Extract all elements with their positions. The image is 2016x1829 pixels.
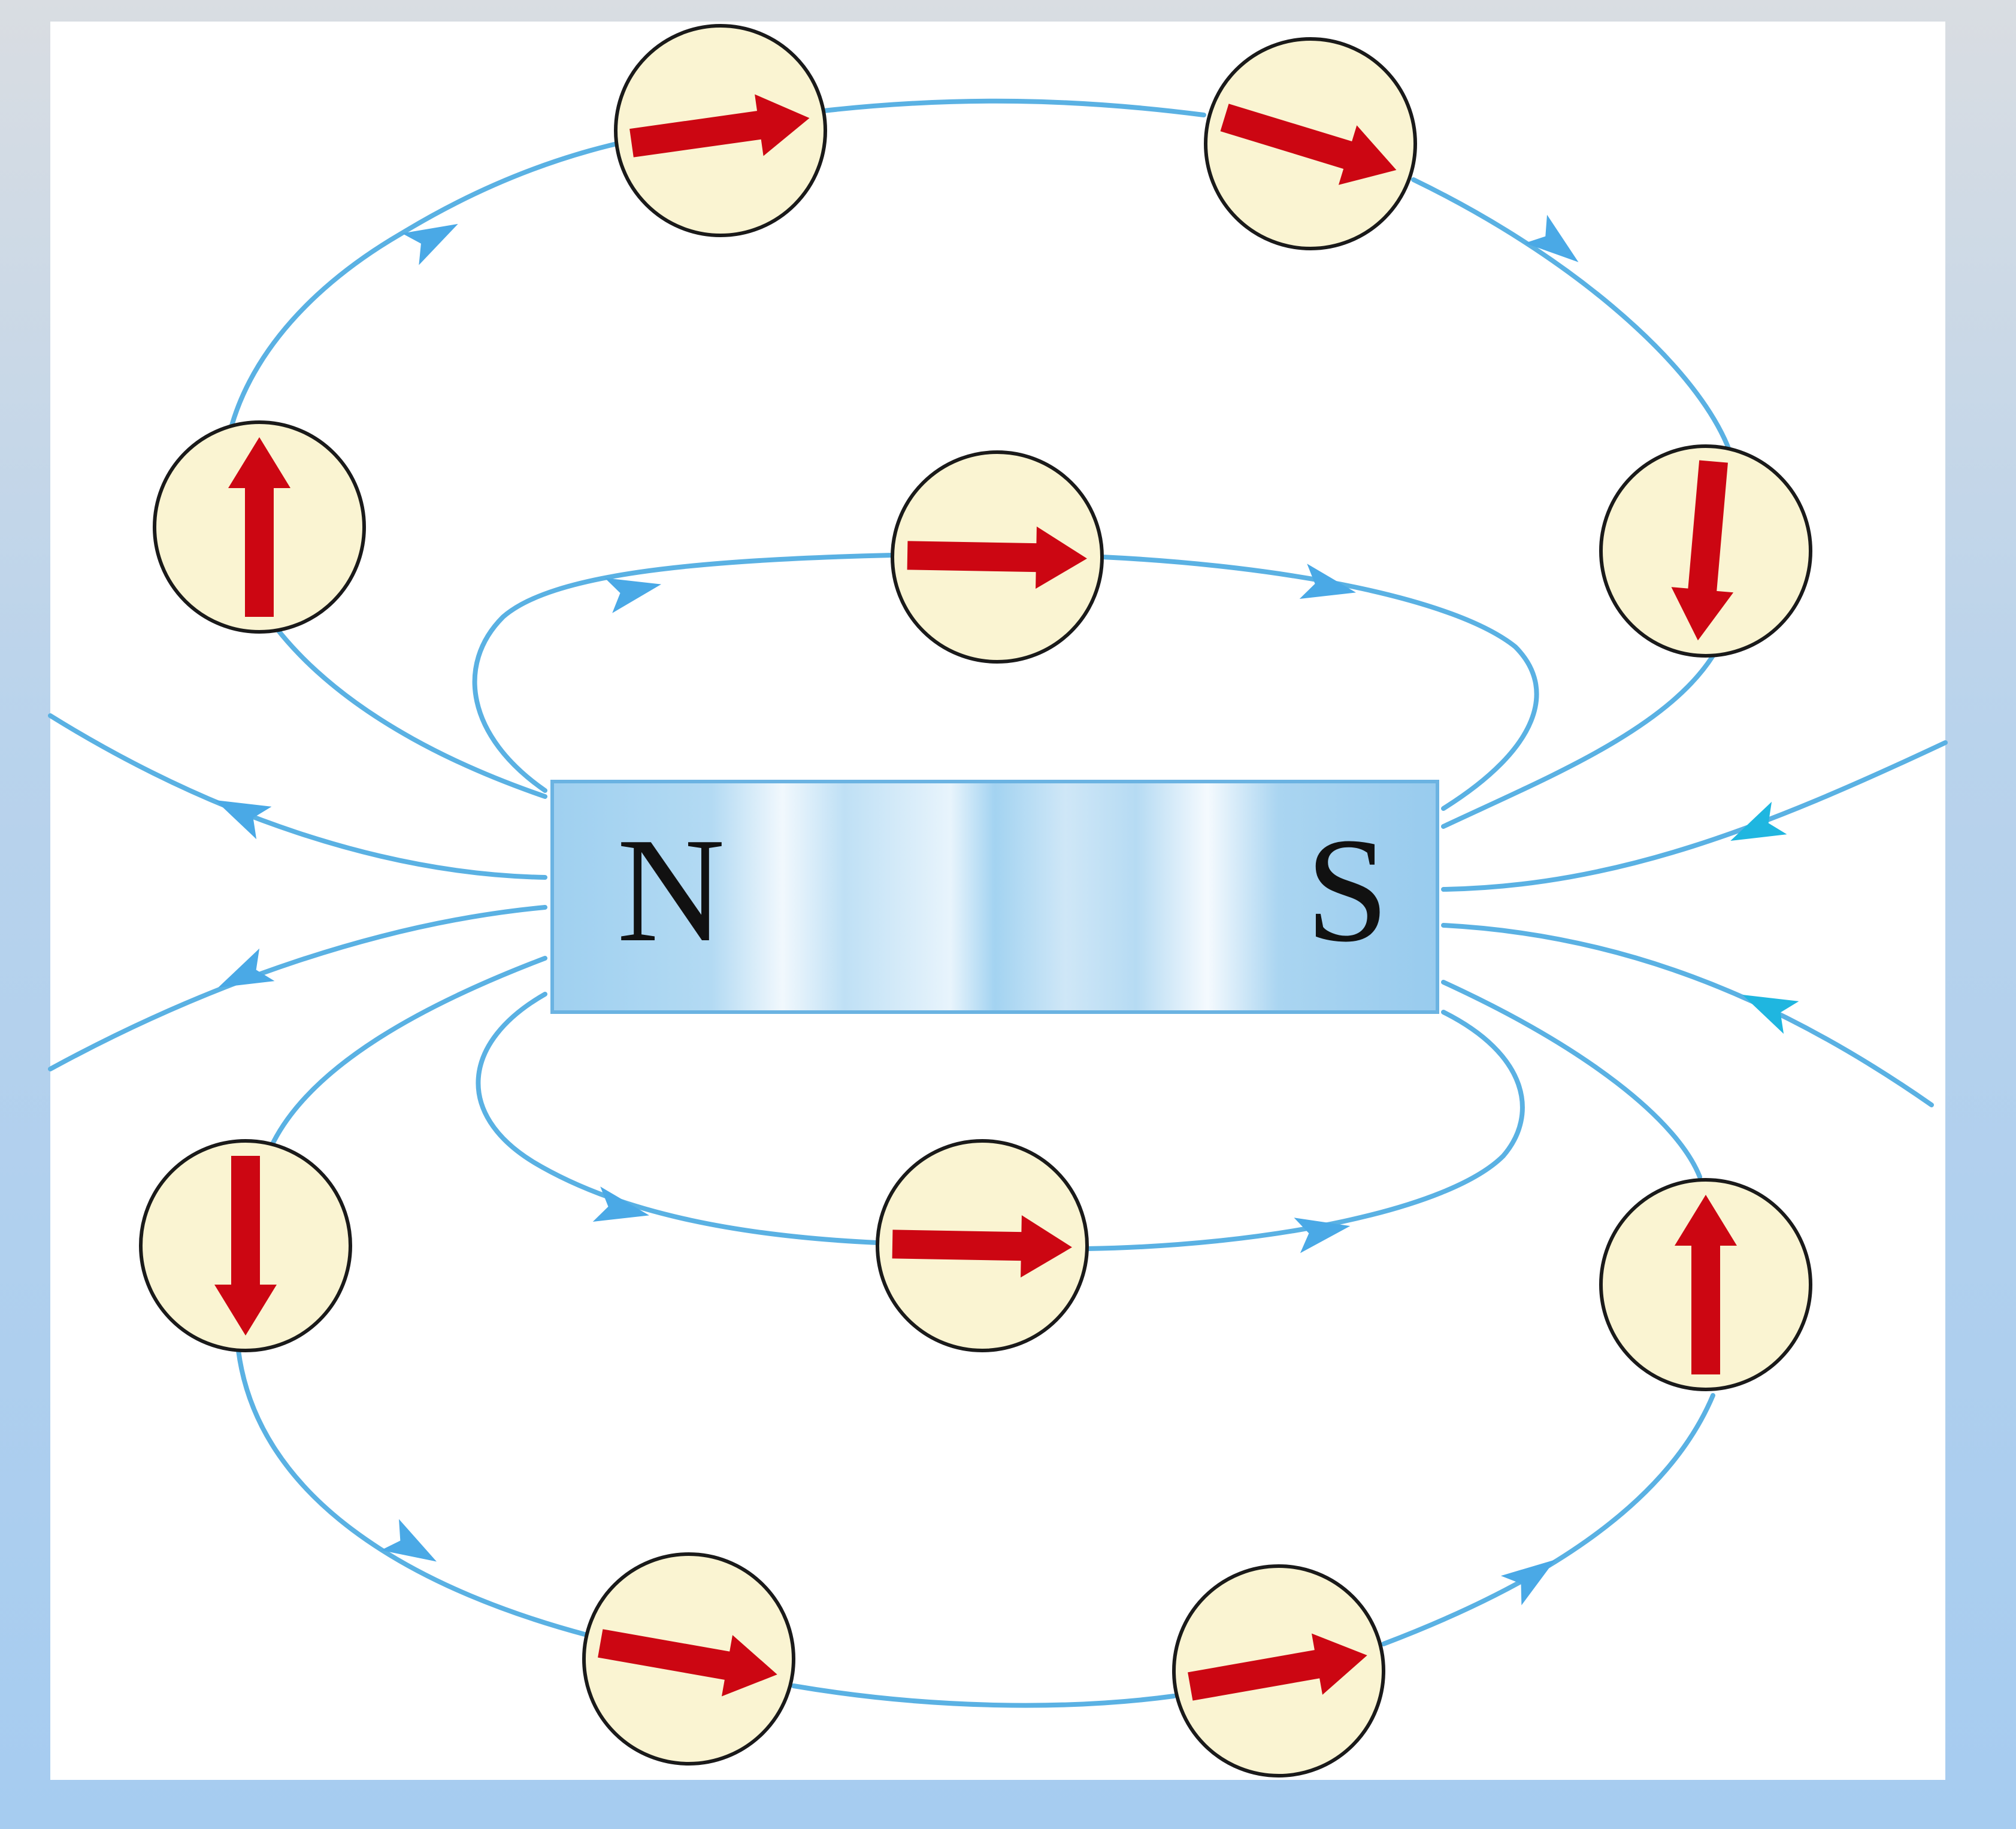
field-line-inner-bottom [476, 992, 880, 1245]
field-arrow-icon [1730, 801, 1787, 841]
field-line-outer-top [220, 126, 721, 799]
compass-needle-arrow-icon [1675, 1195, 1737, 1374]
compass-bottom-left [582, 1552, 795, 1766]
field-arrow-icon [1299, 564, 1357, 599]
compass-upper-right [1599, 444, 1812, 658]
field-lines [48, 98, 1948, 1708]
compass-upper-left [153, 420, 366, 634]
field-arrow-icon [218, 948, 275, 988]
field-line-side-right-upper [1441, 740, 1948, 892]
field-arrow-icon [592, 1186, 650, 1222]
field-direction-arrows [215, 214, 1799, 1606]
field-line-inner-top [472, 553, 895, 793]
bar-magnet: N S [550, 780, 1439, 1014]
field-line-outer-bottom-mid [791, 1683, 1176, 1708]
field-arrow-icon [1294, 1218, 1351, 1253]
field-arrow-icon [381, 1519, 437, 1562]
compass-needle-arrow-icon [907, 526, 1087, 589]
compass-needle-arrow-icon [1220, 104, 1397, 185]
compass-lower-right [1599, 1178, 1812, 1391]
field-arrow-icon [1500, 1560, 1555, 1606]
field-line-inner-top-right [1100, 555, 1539, 811]
field-line-side-left-lower [48, 905, 547, 1071]
field-arrow-icon [604, 578, 662, 613]
compass-top-left [614, 24, 827, 237]
field-line-outer-top-right [1411, 177, 1739, 829]
north-pole-label: N [617, 807, 725, 973]
compass-needle-arrow-icon [892, 1215, 1072, 1278]
compass-lower-left [139, 1139, 352, 1352]
compass-needle-arrow-icon [228, 437, 290, 617]
field-arrow-icon [402, 223, 458, 265]
compass-top-right [1204, 37, 1417, 250]
compass-needle-arrow-icon [1671, 460, 1734, 641]
field-arrow-icon [1742, 994, 1799, 1034]
compass-needle-arrow-icon [629, 94, 810, 158]
compass-needle-arrow-icon [598, 1629, 777, 1697]
field-arrow-icon [1525, 214, 1579, 262]
field-line-outer-top-mid [821, 98, 1206, 117]
field-line-inner-bottom-right [1085, 1010, 1525, 1251]
compass-needles [139, 24, 1812, 1777]
field-line-outer-bottom [236, 956, 589, 1637]
south-pole-label: S [1306, 807, 1389, 973]
magnet-body [550, 780, 1439, 1014]
field-line-outer-bottom-right [1381, 980, 1715, 1646]
compass-inner-bottom [876, 1139, 1089, 1352]
compass-needle-arrow-icon [1188, 1633, 1367, 1701]
field-line-side-right-lower [1441, 923, 1934, 1107]
field-arrow-icon [215, 800, 272, 840]
compass-inner-top [891, 450, 1104, 664]
compass-needle-arrow-icon [214, 1156, 277, 1336]
compass-bottom-right [1172, 1564, 1385, 1777]
field-line-side-left-upper [48, 713, 547, 880]
